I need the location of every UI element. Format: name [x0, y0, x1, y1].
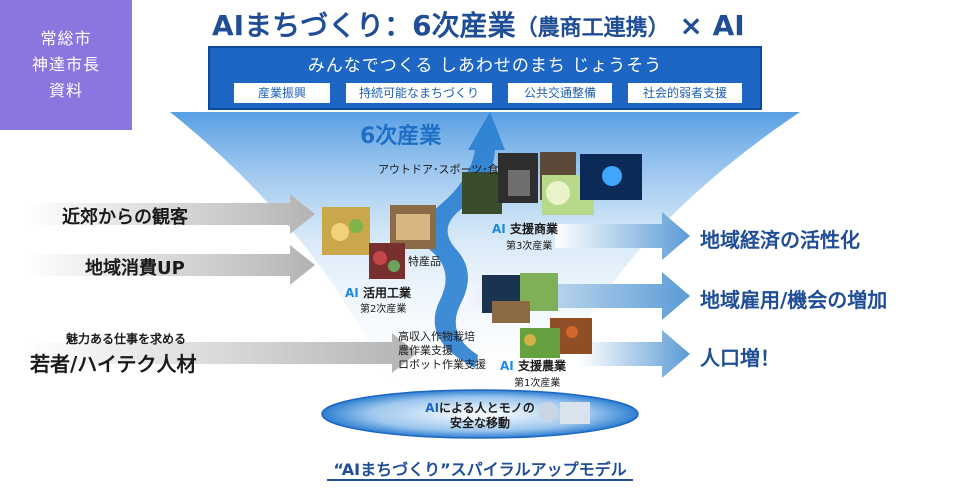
title-paren-text: 農商工連携 — [537, 16, 648, 41]
input-nearby-visitors: 近郊からの観客 — [62, 207, 188, 228]
outdoor-label: アウトドア･スポーツ･食 — [378, 163, 499, 176]
mayor-material-badge: 常総市 神達市長 資料 — [0, 0, 132, 130]
badge-line-1: 常総市 — [40, 29, 92, 48]
title-suffix: × AI — [679, 9, 745, 42]
input-local-consumption: 地域消費UP — [85, 258, 185, 279]
mobility-label: AIによる人とモノの 安全な移動 — [400, 401, 560, 431]
agri-item: 農作業支援 — [398, 344, 453, 357]
title-paren-close: ） — [647, 16, 670, 41]
badge-line-3: 資料 — [48, 81, 83, 100]
outcome-economy: 地域経済の活性化 — [700, 228, 860, 252]
funnel-shape — [170, 112, 800, 400]
title-main: AIまちづくり：6次産業 — [212, 9, 516, 42]
pill-public-transport: 公共交通整備 — [508, 83, 612, 103]
mobility-ellipse — [321, 389, 639, 439]
industry-head: 活用工業 — [362, 286, 411, 300]
industry-ai: AI — [345, 286, 359, 300]
outcome-population: 人口増！ — [700, 346, 780, 370]
badge-line-2: 神達市長 — [31, 55, 100, 74]
bottom-caption-text: “AIまちづくり”スパイラルアップモデル — [327, 460, 633, 481]
bottom-caption: “AIまちづくり”スパイラルアップモデル — [0, 456, 960, 481]
commerce-sub: 第3次産業 — [506, 241, 553, 252]
photo-tiles — [322, 152, 642, 424]
agri-head: 支援農業 — [517, 359, 566, 373]
pill-sustainable-town: 持続可能なまちづくり — [346, 83, 492, 103]
mobility-line2: 安全な移動 — [449, 416, 510, 430]
agri-heading: AI 支援農業 — [500, 357, 566, 374]
mobility-ai: AI — [425, 401, 440, 415]
outcome-employment: 地域雇用/機会の増加 — [700, 288, 888, 312]
sixth-industry-label: 6次産業 — [360, 124, 442, 149]
mobility-line1: による人とモノの — [439, 401, 535, 415]
specialty-label: 特産品 — [408, 255, 441, 268]
commerce-heading: AI 支援商業 — [492, 220, 558, 237]
commerce-ai: AI — [492, 222, 506, 236]
pill-social-support: 社会的弱者支援 — [628, 83, 742, 103]
agri-sub: 第1次産業 — [514, 378, 561, 389]
talent-small-label: 魅力ある仕事を求める — [66, 332, 187, 346]
agri-item-list: 高収入作物栽培 農作業支援 ロボット作業支援 — [398, 330, 486, 372]
page-title: AIまちづくり：6次産業（農商工連携） × AI — [212, 4, 745, 44]
agri-item: ロボット作業支援 — [398, 358, 486, 371]
industry-heading: AI 活用工業 — [345, 284, 411, 301]
agri-item: 高収入作物栽培 — [398, 330, 475, 343]
pill-industry-promotion: 産業振興 — [234, 83, 330, 103]
agri-ai: AI — [500, 359, 514, 373]
slogan-banner: みんなでつくる しあわせのまち じょうそう 産業振興 持続可能なまちづくり 公共… — [208, 46, 762, 110]
commerce-head: 支援商業 — [509, 222, 558, 236]
title-paren-open: （ — [515, 16, 538, 41]
banner-slogan: みんなでつくる しあわせのまち じょうそう — [307, 56, 663, 76]
talent-big-label: 若者/ハイテク人材 — [30, 352, 197, 376]
industry-sub: 第2次産業 — [360, 304, 407, 315]
left-arrows — [25, 194, 417, 373]
